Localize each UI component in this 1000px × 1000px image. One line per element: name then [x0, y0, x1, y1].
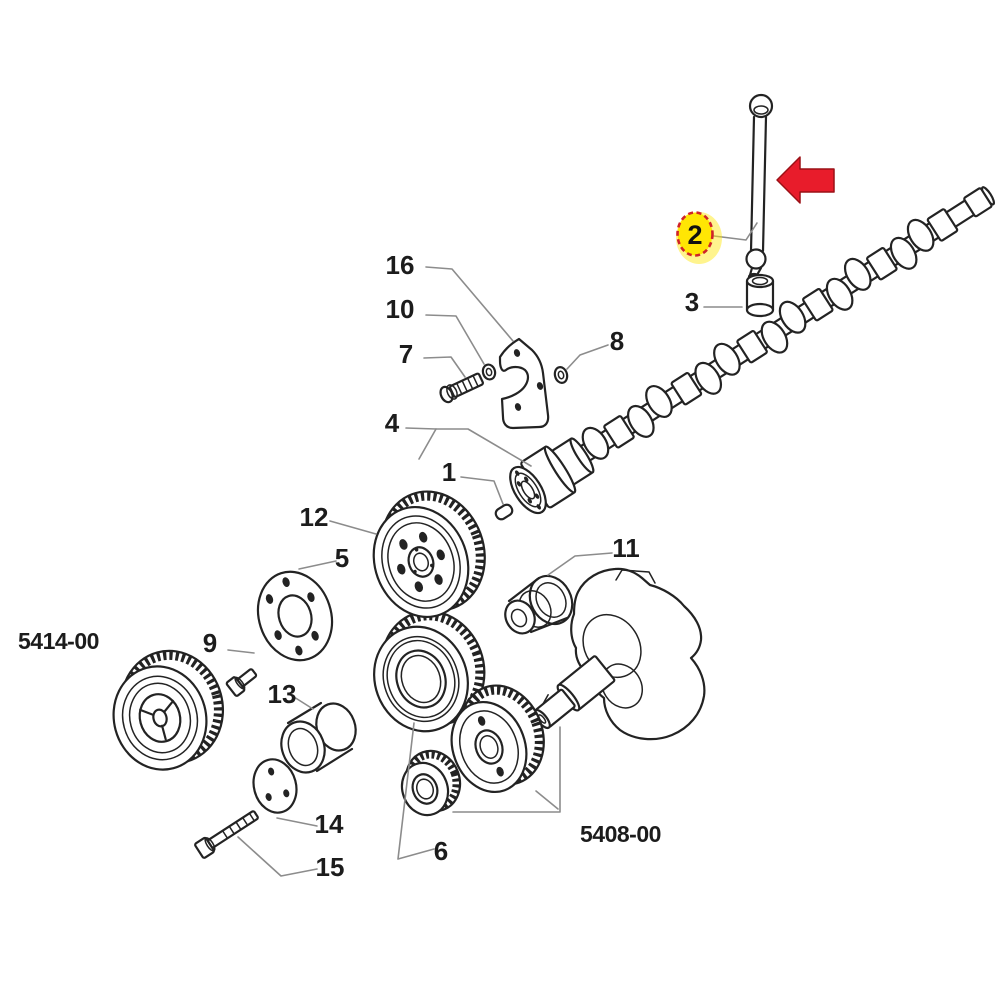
- part-flange-5: [256, 570, 334, 662]
- leader-lines: [227, 222, 758, 877]
- part-plate-14: [252, 758, 298, 814]
- leader-2: [713, 222, 758, 241]
- callout-13: 13: [268, 679, 297, 709]
- callout-8: 8: [610, 326, 624, 356]
- leader-4a: [405, 427, 532, 467]
- callout-7: 7: [399, 339, 413, 369]
- callout-12: 12: [300, 502, 329, 532]
- leader-group-5408: [452, 726, 561, 813]
- badge-circle: [676, 211, 714, 257]
- leader-8: [566, 344, 609, 370]
- leader-crank-gear: [535, 790, 559, 810]
- part-key-pin: [494, 503, 514, 521]
- left-arrow-icon: [776, 156, 835, 204]
- leader-9: [227, 649, 255, 654]
- leader-10: [425, 314, 485, 365]
- leader-11: [547, 552, 613, 576]
- callout-labels: 16 10 7 8 4 1 12 5 11 9 13 14 15 6 3 541…: [18, 250, 699, 882]
- part-washer-8: [553, 366, 569, 384]
- callout-11: 11: [612, 533, 640, 563]
- part-crankshaft: [533, 567, 706, 741]
- callout-9: 9: [203, 628, 217, 658]
- part-bushing-13: [280, 701, 357, 774]
- callout-5: 5: [335, 543, 349, 573]
- badge-label: 2: [687, 220, 702, 250]
- leader-4b: [418, 428, 437, 460]
- part-crank-gear: [450, 684, 545, 794]
- part-bolt-15: [194, 810, 259, 859]
- callout-15: 15: [316, 852, 345, 882]
- camshaft-flange: [509, 465, 547, 515]
- part-washer-10: [481, 363, 497, 381]
- part-idler-gear: [373, 610, 486, 733]
- part-pushrod: [745, 93, 774, 282]
- part-camshaft: [509, 186, 996, 515]
- part-bracket: [498, 337, 550, 430]
- callout-10: 10: [386, 294, 415, 324]
- callout-3: 3: [685, 287, 699, 317]
- leader-12: [329, 520, 377, 535]
- part-tappet: [745, 273, 775, 318]
- leader-6: [397, 722, 435, 860]
- part-pulley-5414: [112, 649, 225, 771]
- part-bolt-9: [225, 668, 258, 697]
- callout-4: 4: [385, 408, 400, 438]
- part-camshaft-gear: [372, 490, 486, 619]
- leader-13: [293, 696, 314, 710]
- leader-15: [237, 836, 318, 877]
- leader-16: [425, 266, 514, 342]
- leader-5: [298, 560, 337, 570]
- leader-14: [276, 817, 318, 827]
- highlight-badge: 2: [676, 211, 722, 264]
- callout-6: 6: [434, 836, 448, 866]
- leader-1: [460, 476, 504, 505]
- part-spacer-11: [504, 574, 574, 635]
- part-small-gear: [400, 749, 462, 817]
- group-number-5408: 5408-00: [580, 821, 661, 847]
- callout-14: 14: [315, 809, 344, 839]
- part-bolt-7: [439, 372, 484, 404]
- leader-7: [423, 356, 466, 378]
- callout-1: 1: [442, 457, 456, 487]
- group-number-5414: 5414-00: [18, 628, 99, 654]
- callout-16: 16: [386, 250, 415, 280]
